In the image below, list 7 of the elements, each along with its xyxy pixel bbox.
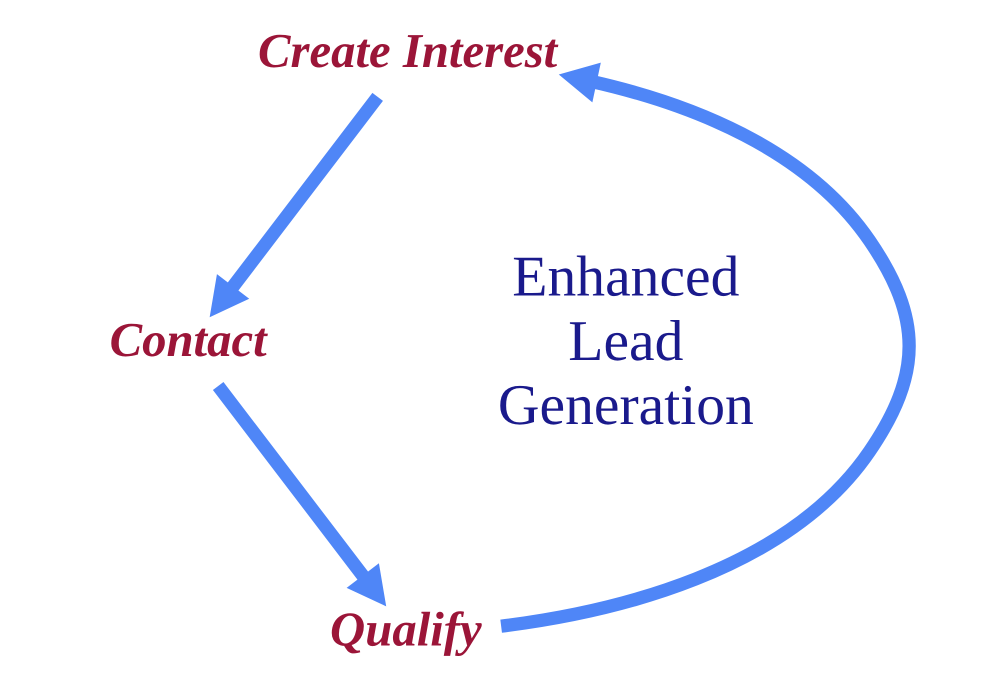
node-text: Create Interest xyxy=(258,24,557,78)
arrow xyxy=(212,382,386,606)
arrow xyxy=(500,62,916,633)
node-text: Contact xyxy=(109,313,266,368)
arrow xyxy=(209,92,382,318)
label: Enhanced Lead Generation xyxy=(497,246,754,438)
node-text: Qualify xyxy=(330,602,482,656)
